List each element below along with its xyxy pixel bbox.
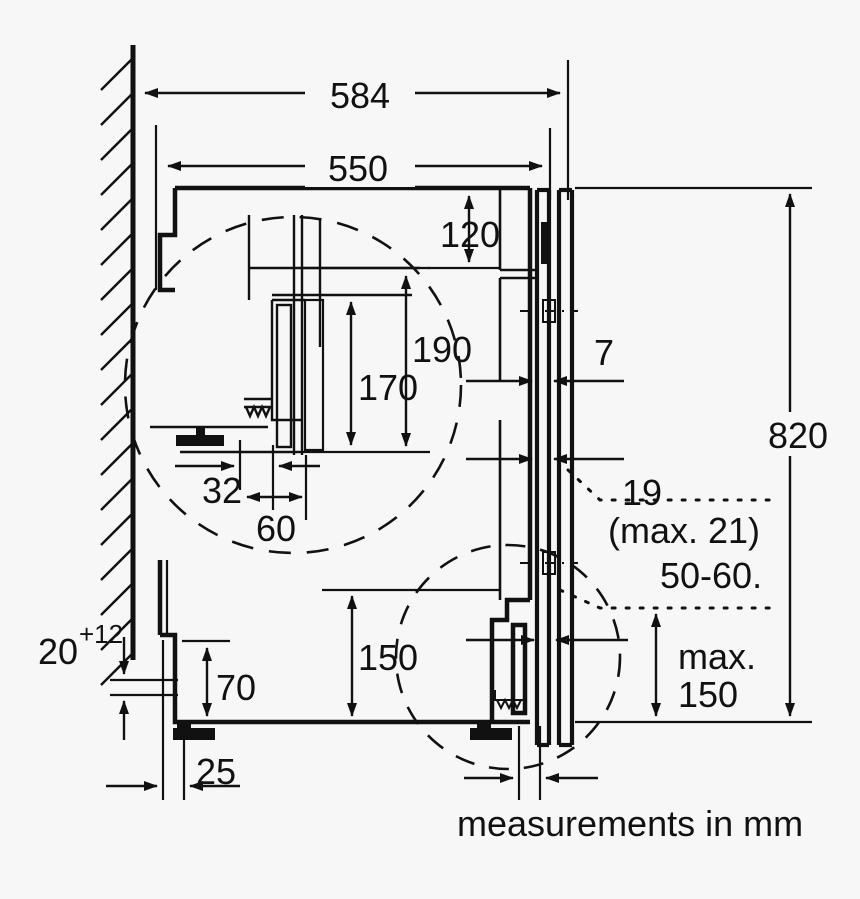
dimension-25: 25: [106, 640, 240, 800]
dimension-label-25: 25: [196, 751, 236, 792]
dimension-550: 550: [154, 125, 552, 290]
callout-label-19-note: (max. 21): [608, 510, 760, 551]
dimension-label-820: 820: [768, 415, 828, 456]
dimension-label-190: 190: [412, 329, 472, 370]
plinth-step-outline: [489, 597, 530, 722]
dim-584-text-mask: [305, 72, 415, 114]
hinge-mark-upper: [520, 299, 578, 323]
dimension-max-150: max. 150: [651, 613, 756, 717]
dimension-190: 190: [300, 266, 472, 454]
dimension-150-center: 150: [322, 588, 500, 717]
plinth-spring-symbol: [494, 690, 526, 711]
dimension-label-70: 70: [216, 667, 256, 708]
door-panel-assembly: [498, 187, 578, 748]
front-plinth-profile: [489, 597, 530, 722]
hinge-block-top: [541, 222, 549, 264]
dim-550-text-mask: [305, 145, 415, 187]
dimension-label-wall-gap-tolerance: +12: [79, 619, 123, 649]
dimension-wall-gap: 20 +12: [38, 619, 178, 740]
dim-820-text-mask: [752, 412, 852, 456]
dimension-door-base-gap: [464, 726, 598, 800]
dimension-32: 32: [175, 440, 320, 511]
units-caption: measurements in mm: [457, 803, 803, 844]
dimension-120: 120: [428, 195, 500, 270]
dimension-820: 820: [575, 186, 852, 724]
door-upper-ledge: [498, 190, 537, 380]
dimension-label-584: 584: [330, 75, 390, 116]
dimension-label-170: 170: [358, 367, 418, 408]
wall-assembly: [100, 45, 136, 686]
dimension-70: 70: [182, 639, 256, 717]
callout-handle-range: 50-60.: [558, 555, 777, 610]
leader-line-50-60: [558, 588, 777, 610]
dimension-label-150: 150: [358, 637, 418, 678]
detail-circle-lower: [394, 543, 622, 771]
dimension-170: 170: [346, 301, 418, 446]
dimension-label-120: 120: [440, 214, 500, 255]
callout-label-19: 19: [622, 472, 662, 513]
dimension-label-7: 7: [594, 332, 614, 373]
appliance-rear-top-notch: [157, 188, 178, 293]
dimension-label-60: 60: [256, 508, 296, 549]
dimension-label-32: 32: [202, 470, 242, 511]
dimension-label-max-150: 150: [678, 674, 738, 715]
dimension-label-550: 550: [328, 148, 388, 189]
dimension-label-max: max.: [678, 636, 756, 677]
wall-hatching: [100, 57, 134, 686]
dimension-label-wall-gap: 20: [38, 631, 78, 672]
door-outer-panel: [556, 187, 575, 748]
callout-label-50-60: 50-60.: [660, 555, 762, 596]
leader-line-19: [566, 468, 777, 502]
dimension-584: 584: [144, 60, 570, 200]
foot-front: [470, 722, 512, 740]
plinth-bracket: [510, 622, 528, 716]
dimension-60: 60: [246, 455, 308, 549]
dimension-7: 7: [466, 332, 624, 386]
detail-circle-upper: [123, 215, 463, 555]
callout-panel-thickness: 19 (max. 21): [566, 468, 777, 551]
